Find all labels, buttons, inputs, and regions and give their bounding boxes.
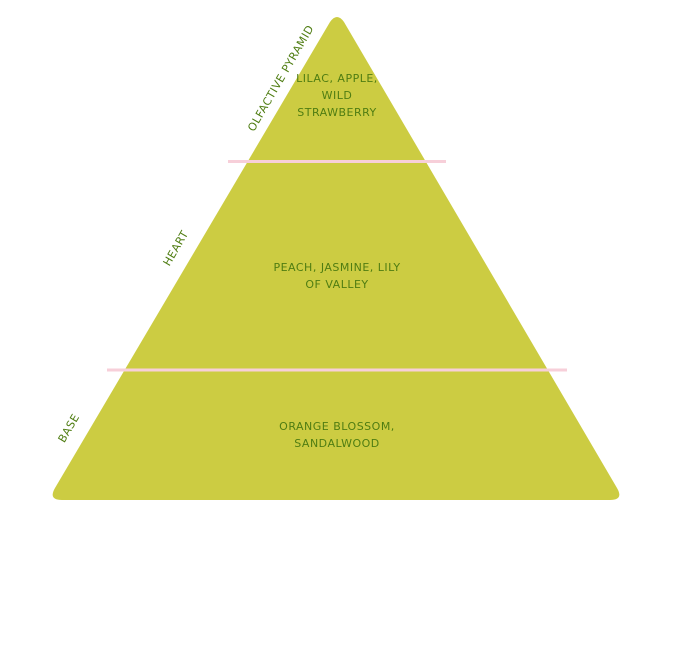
base-notes-line-1: ORANGE BLOSSOM, [279,420,395,433]
pyramid-shape [52,17,620,500]
tier-label-base: BASE [56,412,83,445]
tier-label-heart: HEART [161,228,192,268]
heart-notes-line-2: OF VALLEY [305,278,368,291]
heart-notes-line-1: PEACH, JASMINE, LILY [273,261,400,274]
base-notes-line-2: SANDALWOOD [294,437,380,450]
top-notes-line-1: LILAC, APPLE, [296,72,378,85]
top-notes-line-3: STRAWBERRY [297,106,377,119]
top-notes-line-2: WILD [322,89,353,102]
